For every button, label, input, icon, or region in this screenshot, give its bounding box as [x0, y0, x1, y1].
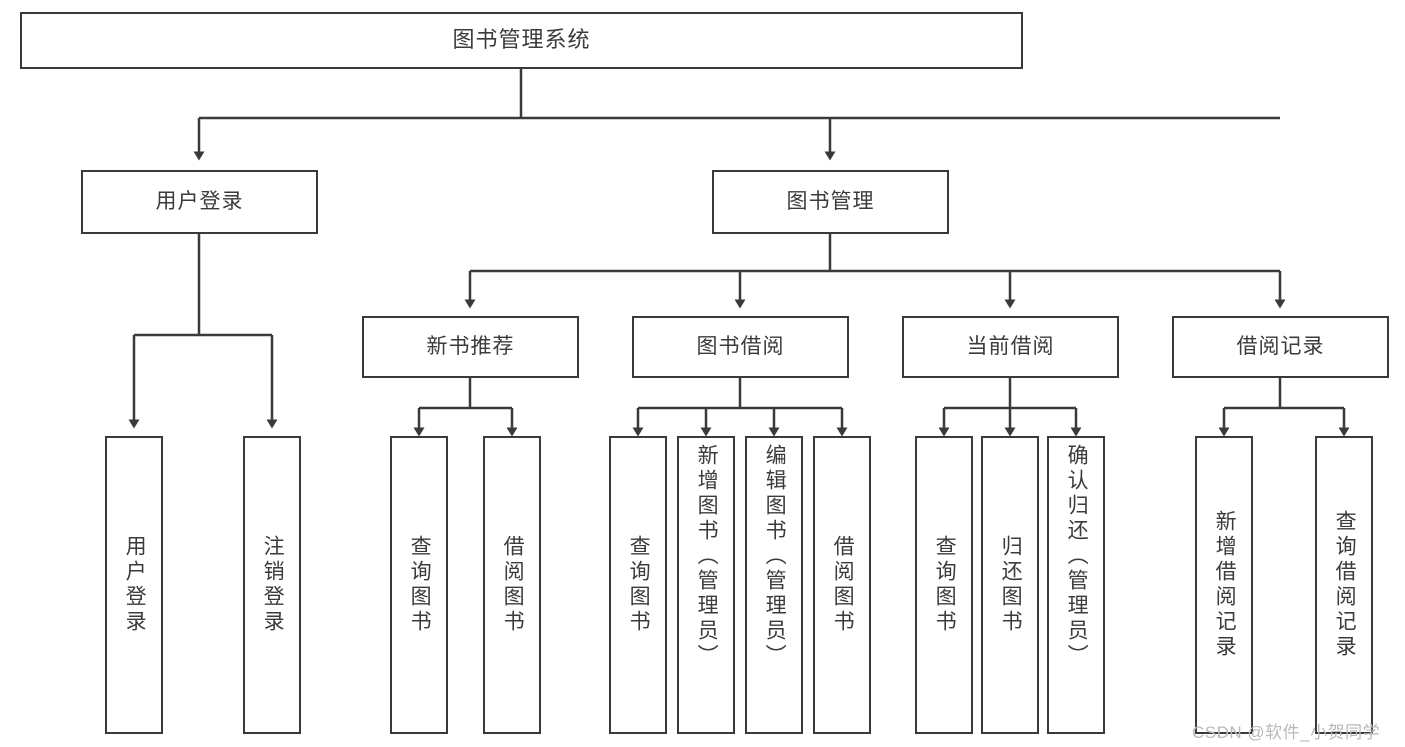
- node-label: 用户登录: [155, 190, 244, 214]
- leaf-borrow-record-query[interactable]: 查询借阅记录: [1315, 436, 1373, 734]
- node-label: 新增借阅记录: [1213, 510, 1237, 660]
- leaf-user-login-login[interactable]: 用户登录: [105, 436, 163, 734]
- leaf-current-borrow-confirm-return[interactable]: 确认归还（管理员）: [1047, 436, 1105, 734]
- node-label: 图书管理: [786, 190, 875, 214]
- leaf-borrow-record-add[interactable]: 新增借阅记录: [1195, 436, 1253, 734]
- node-label: 查询借阅记录: [1333, 510, 1357, 660]
- node-current-borrow[interactable]: 当前借阅: [902, 316, 1119, 378]
- node-label: 归还图书: [999, 535, 1023, 635]
- leaf-book-borrow-add[interactable]: 新增图书（管理员）: [677, 436, 735, 734]
- leaf-new-book-query[interactable]: 查询图书: [390, 436, 448, 734]
- node-label: 借阅图书: [831, 535, 855, 635]
- node-book-management[interactable]: 图书管理: [712, 170, 949, 234]
- node-label: 确认归还（管理员）: [1065, 444, 1089, 669]
- node-root-system[interactable]: 图书管理系统: [20, 12, 1023, 69]
- node-new-book-recommend[interactable]: 新书推荐: [362, 316, 579, 378]
- node-label: 图书借阅: [696, 335, 785, 359]
- node-label: 新书推荐: [426, 335, 515, 359]
- node-label: 借阅图书: [501, 535, 525, 635]
- leaf-current-borrow-return[interactable]: 归还图书: [981, 436, 1039, 734]
- node-label: 查询图书: [933, 535, 957, 635]
- leaf-book-borrow-edit[interactable]: 编辑图书（管理员）: [745, 436, 803, 734]
- leaf-book-borrow-borrow[interactable]: 借阅图书: [813, 436, 871, 734]
- node-label: 新增图书（管理员）: [695, 444, 719, 669]
- node-label: 当前借阅: [966, 335, 1055, 359]
- leaf-book-borrow-query[interactable]: 查询图书: [609, 436, 667, 734]
- leaf-new-book-borrow[interactable]: 借阅图书: [483, 436, 541, 734]
- node-label: 用户登录: [123, 535, 147, 635]
- node-borrow-record[interactable]: 借阅记录: [1172, 316, 1389, 378]
- node-label: 图书管理系统: [452, 27, 591, 53]
- node-label: 查询图书: [408, 535, 432, 635]
- node-book-borrow[interactable]: 图书借阅: [632, 316, 849, 378]
- node-label: 编辑图书（管理员）: [763, 444, 787, 669]
- csdn-watermark: CSDN @软件_小贺同学: [1192, 723, 1381, 742]
- node-label: 查询图书: [627, 535, 651, 635]
- leaf-current-borrow-query[interactable]: 查询图书: [915, 436, 973, 734]
- node-label: 注销登录: [261, 535, 285, 635]
- leaf-user-login-logout[interactable]: 注销登录: [243, 436, 301, 734]
- node-user-login[interactable]: 用户登录: [81, 170, 318, 234]
- node-label: 借阅记录: [1236, 335, 1325, 359]
